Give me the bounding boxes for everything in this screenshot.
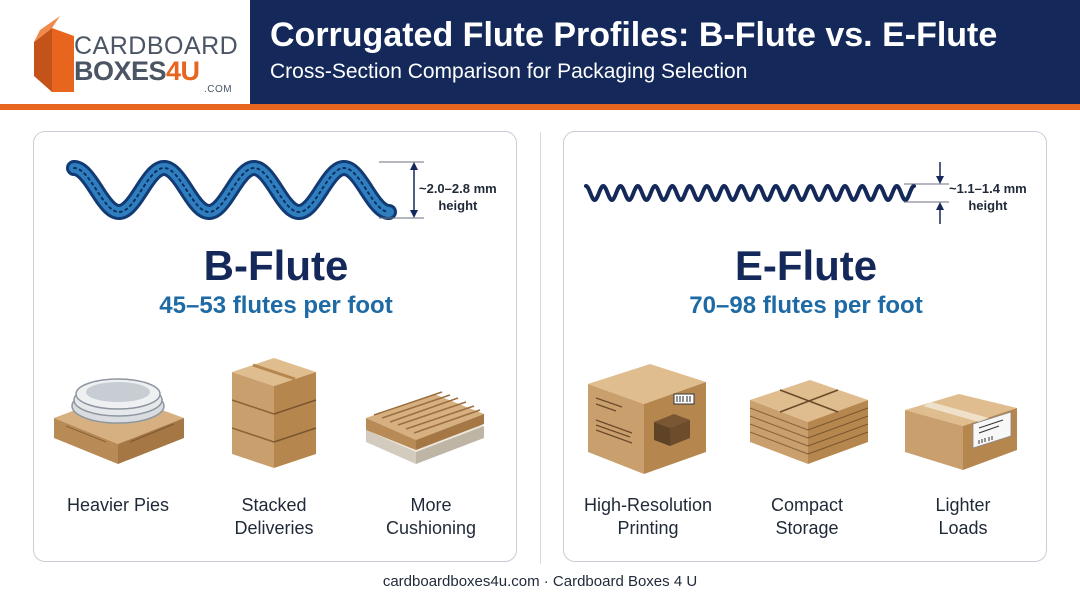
logo-text-boxes: BOXES4U [74, 56, 200, 86]
panel-divider [540, 132, 541, 564]
e-flute-title: E-Flute [734, 242, 878, 289]
header: CARDBOARD BOXES4U .COM Corrugated Flute … [0, 0, 1080, 110]
small-box-icon [905, 394, 1017, 470]
use-label-more-cushioning: More Cushioning [385, 495, 477, 538]
b-flute-count: 45–53 flutes per foot [159, 292, 393, 319]
cushion-sheets-icon [366, 391, 484, 464]
printed-box-icon [588, 364, 706, 474]
header-title-band [250, 0, 1080, 106]
flat-boxes-icon [749, 380, 869, 464]
page-subtitle: Cross-Section Comparison for Packaging S… [270, 60, 748, 83]
b-flute-panel: ~2.0–2.8 mm height B-Flute 45–53 flutes … [33, 131, 517, 562]
header-accent-rule [0, 104, 1080, 110]
brand-logo[interactable]: CARDBOARD BOXES4U .COM [30, 12, 240, 96]
e-flute-panel: ~1.1–1.4 mm height E-Flute 70–98 flutes … [563, 131, 1047, 562]
b-flute-title: B-Flute [203, 242, 349, 289]
pie-tray-icon [54, 378, 184, 464]
logo-text-cardboard: CARDBOARD [74, 32, 239, 60]
e-flute-count: 70–98 flutes per foot [689, 292, 923, 319]
b-flute-height-label: ~2.0–2.8 mm height [419, 181, 497, 213]
use-label-compact-storage: Compact Storage [770, 495, 844, 538]
box-logo-icon [34, 16, 74, 92]
e-flute-height-label: ~1.1–1.4 mm height [949, 181, 1027, 213]
e-flute-wave-icon [584, 162, 949, 224]
use-label-lighter-loads: Lighter Loads [935, 495, 991, 538]
use-label-stacked-deliveries: Stacked Deliveries [234, 495, 314, 538]
stacked-boxes-icon [231, 358, 317, 468]
use-label-heavier-pies: Heavier Pies [66, 495, 170, 515]
use-label-high-resolution-printing: High-Resolution Printing [583, 495, 713, 538]
page-title: Corrugated Flute Profiles: B-Flute vs. E… [270, 16, 998, 54]
logo-text-com: .COM [204, 84, 233, 95]
b-flute-wave-icon [66, 159, 424, 221]
footer-credit: cardboardboxes4u.com · Cardboard Boxes 4… [382, 573, 698, 590]
